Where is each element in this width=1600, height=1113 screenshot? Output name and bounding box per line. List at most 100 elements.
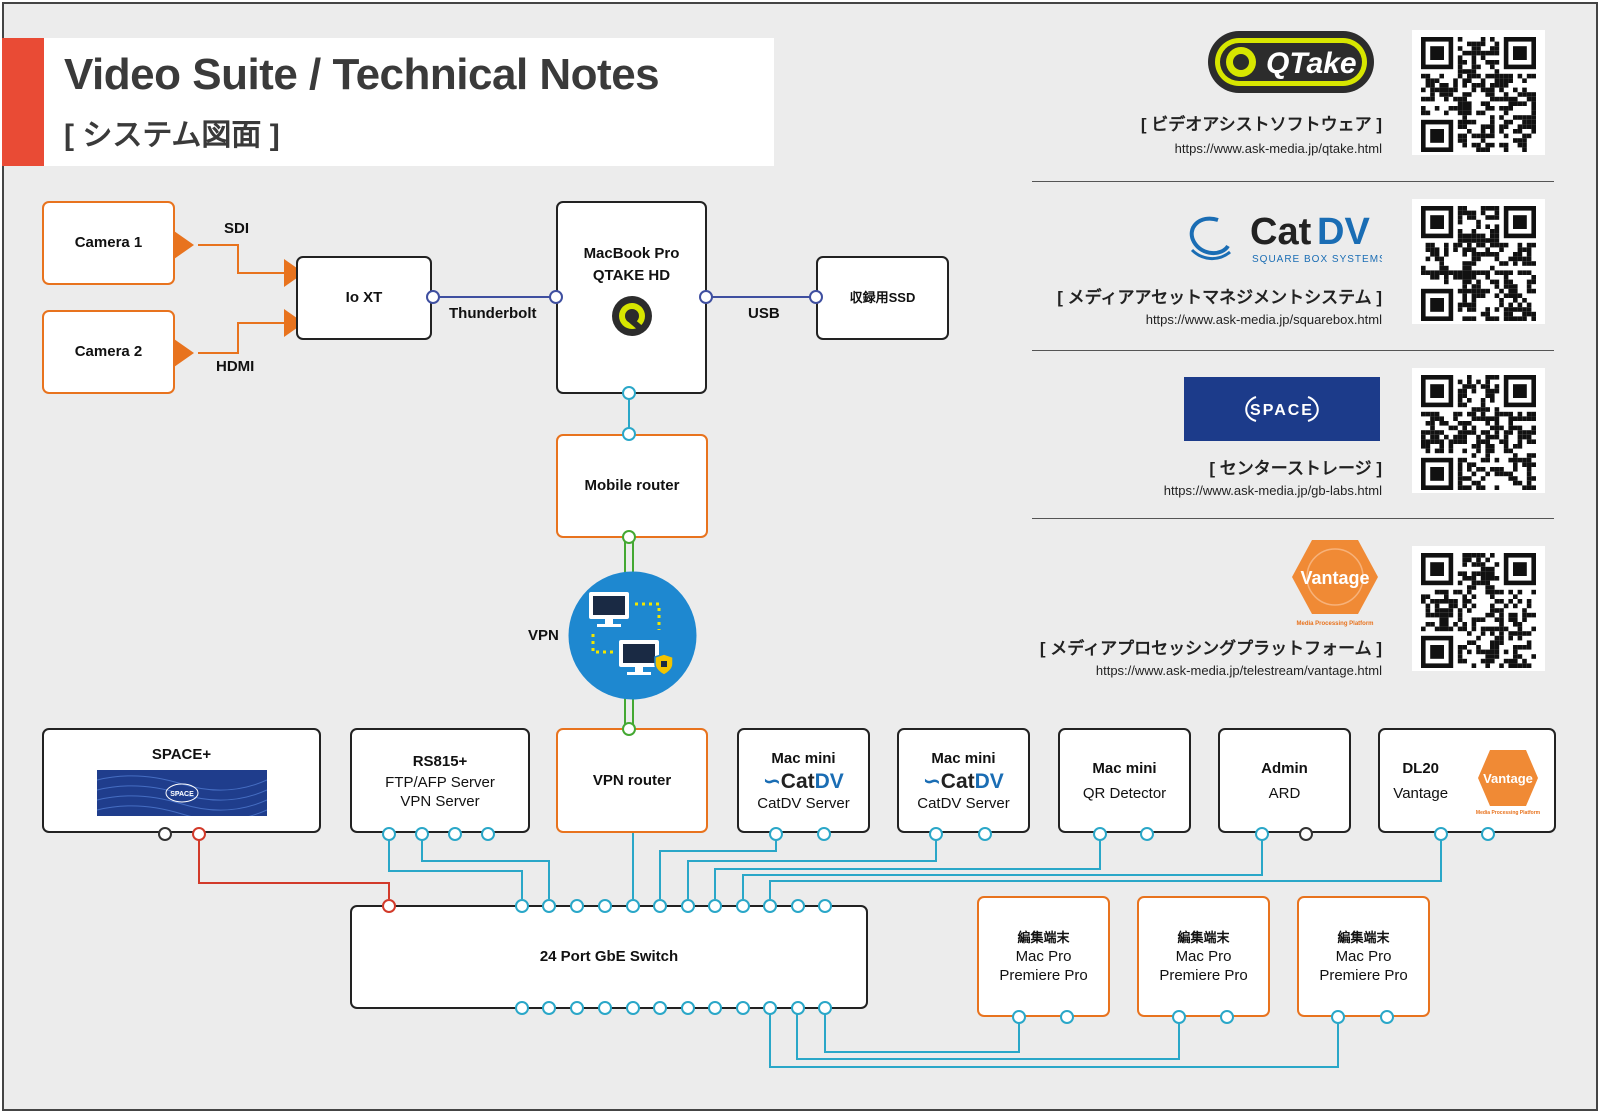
product-2-desc: [ メディアアセットマネジメントシステム ] <box>1057 288 1382 307</box>
port <box>929 827 943 841</box>
port <box>622 427 636 441</box>
port <box>542 1001 556 1015</box>
title-block: Video Suite / Technical Notes [ システム図面 ] <box>2 38 774 166</box>
macmini-qr-label: Mac mini <box>1092 760 1157 777</box>
port <box>598 1001 612 1015</box>
macmini-qr-node: Mac mini QR Detector <box>1058 728 1191 833</box>
port <box>681 1001 695 1015</box>
vantage-logo: Vantage Media Processing Platform <box>1292 540 1378 627</box>
product-4-desc: [ メディアプロセッシングプラットフォーム ] <box>1039 639 1382 658</box>
port <box>426 290 440 304</box>
camera-1-label: Camera 1 <box>74 234 143 251</box>
qr-pattern <box>1421 37 1536 152</box>
port <box>382 827 396 841</box>
camera-2-node: Camera 2 <box>42 310 175 394</box>
camera-2-label: Camera 2 <box>74 343 143 360</box>
macmini-catdv-1-role: CatDV Server <box>757 795 850 812</box>
edit-terminal-1-app: Premiere Pro <box>999 966 1088 984</box>
port <box>515 899 529 913</box>
svg-text:Vantage: Vantage <box>1300 568 1369 588</box>
ssd-label: 収録用SSD <box>849 290 916 305</box>
port <box>653 1001 667 1015</box>
port <box>481 827 495 841</box>
rs815-node: RS815+ FTP/AFP Server VPN Server <box>350 728 530 833</box>
port <box>699 290 713 304</box>
macbook-node: MacBook Pro QTAKE HD <box>556 201 707 394</box>
port <box>192 827 206 841</box>
edit-terminal-1-node: 編集端末 Mac Pro Premiere Pro <box>977 896 1110 1017</box>
port <box>817 827 831 841</box>
qr-code-vantage[interactable] <box>1412 546 1545 671</box>
separator <box>1032 518 1554 519</box>
qtake-logo: QTake <box>1208 31 1374 93</box>
port <box>622 386 636 400</box>
gbe-switch-label: 24 Port GbE Switch <box>539 948 679 965</box>
catdv-1-logo: ∽CatDV <box>763 770 844 793</box>
qr-code-space[interactable] <box>1412 368 1545 493</box>
edit-terminal-2-node: 編集端末 Mac Pro Premiere Pro <box>1137 896 1270 1017</box>
vpn-router-node: VPN router <box>556 728 708 833</box>
port <box>622 530 636 544</box>
port <box>1012 1010 1026 1024</box>
ssd-node: 収録用SSD <box>816 256 949 340</box>
dl20-label: DL20 <box>1402 760 1440 777</box>
qr-code-qtake[interactable] <box>1412 30 1545 155</box>
macmini-catdv-2-label: Mac mini <box>931 750 996 767</box>
port <box>515 1001 529 1015</box>
product-1-url[interactable]: https://www.ask-media.jp/qtake.html <box>1174 141 1382 156</box>
vpn-router-label: VPN router <box>592 771 672 789</box>
port <box>1299 827 1313 841</box>
space-storage-logo-text: SPACE <box>170 791 194 798</box>
port <box>763 1001 777 1015</box>
port <box>158 827 172 841</box>
port <box>1481 827 1495 841</box>
vpn-network-icon <box>568 571 697 700</box>
macmini-qr-role: QR Detector <box>1082 785 1167 802</box>
rs815-vpn: VPN Server <box>400 792 480 810</box>
port <box>809 290 823 304</box>
port <box>1093 827 1107 841</box>
camera-1-node: Camera 1 <box>42 201 175 285</box>
port <box>653 899 667 913</box>
port <box>1172 1010 1186 1024</box>
product-2-url[interactable]: https://www.ask-media.jp/squarebox.html <box>1145 312 1382 327</box>
edit-terminal-2-app: Premiere Pro <box>1159 966 1248 984</box>
io-xt-node: Io XT <box>296 256 432 340</box>
macbook-label-2: QTAKE HD <box>592 267 671 284</box>
dl20-role: Vantage <box>1393 785 1449 802</box>
sdi-label: SDI <box>224 220 250 237</box>
space-plus-label: SPACE+ <box>151 746 212 763</box>
port <box>382 899 396 913</box>
port <box>791 1001 805 1015</box>
port <box>736 1001 750 1015</box>
port <box>769 827 783 841</box>
product-3-url[interactable]: https://www.ask-media.jp/gb-labs.html <box>1163 483 1382 498</box>
separator <box>1032 181 1554 182</box>
svg-text:Cat: Cat <box>1250 211 1312 253</box>
admin-label: Admin <box>1261 760 1308 777</box>
rs815-label: RS815+ <box>412 752 468 770</box>
port <box>1434 827 1448 841</box>
port <box>570 1001 584 1015</box>
port <box>763 899 777 913</box>
port <box>681 899 695 913</box>
port <box>448 827 462 841</box>
vantage-small-logo: Vantage Media Processing Platform <box>1476 749 1540 816</box>
qr-code-catdv[interactable] <box>1412 199 1545 324</box>
port <box>549 290 563 304</box>
port <box>708 899 722 913</box>
product-1-desc: [ ビデオアシストソフトウェア ] <box>1140 115 1382 134</box>
port <box>626 899 640 913</box>
svg-text:SQUARE BOX SYSTEMS LTD: SQUARE BOX SYSTEMS LTD <box>1252 254 1382 265</box>
product-4-url[interactable]: https://www.ask-media.jp/telestream/vant… <box>1095 663 1382 678</box>
admin-role: ARD <box>1268 785 1301 802</box>
port <box>736 899 750 913</box>
page-title: Video Suite / Technical Notes <box>64 50 660 99</box>
port <box>415 827 429 841</box>
macmini-catdv-2-role: CatDV Server <box>917 795 1010 812</box>
port <box>1255 827 1269 841</box>
dl20-node: DL20 Vantage Vantage Media Processing Pl… <box>1378 728 1556 833</box>
edit-terminal-2-title: 編集端末 <box>1177 929 1230 945</box>
mobile-router-label: Mobile router <box>584 477 680 494</box>
